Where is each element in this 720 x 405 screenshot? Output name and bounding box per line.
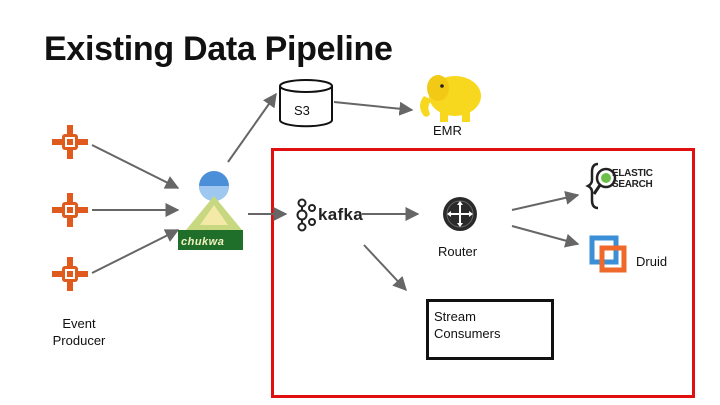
chukwa-label: chukwa [181,236,225,248]
stream-consumers-box [426,299,554,360]
arrow-router-druid [511,225,580,248]
event-producer-label: Event Producer [52,316,106,348]
router-label: Router [438,244,478,259]
elasticsearch-label: ELASTIC SEARCH [612,168,653,190]
red-boundary-box [271,148,695,398]
router-icon [443,197,477,231]
emr-label: EMR [433,123,462,138]
kafka-icon [296,198,316,232]
stream-consumers-label: Stream Consumers [434,309,501,341]
arrows [91,92,580,292]
arrow-kafka-stream [363,244,407,292]
producer-icon [52,257,88,291]
arrow-chukwa-s3 [227,92,277,163]
arrow-s3-emr [333,101,414,116]
arrow-producer1-chukwa [91,144,180,189]
s3-label: S3 [294,103,310,118]
hadoop-elephant-icon [420,75,481,122]
producer-icon [52,125,88,159]
elasticsearch-icon [585,162,617,210]
druid-icon [589,235,627,273]
kafka-label: kafka [318,205,363,224]
arrow-router-elastic [511,190,580,211]
producer-icon [52,193,88,227]
s3-bucket-icon [279,79,333,128]
druid-label: Druid [636,254,668,269]
chukwa-icon [178,171,243,250]
diagram-title: Existing Data Pipeline [44,30,393,68]
arrow-producer3-chukwa [91,229,180,274]
